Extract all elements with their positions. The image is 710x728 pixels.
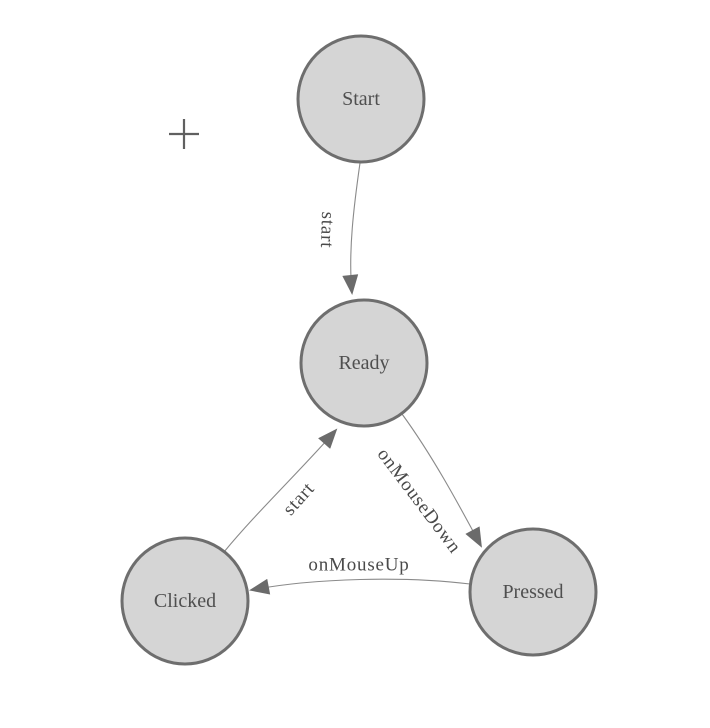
node-clicked[interactable]: Clicked (120, 536, 250, 666)
edge-clicked-to-ready[interactable]: start (223, 428, 338, 553)
node-pressed[interactable]: Pressed (468, 527, 598, 657)
edge-start-to-ready-label: start (316, 211, 338, 248)
node-clicked-label: Clicked (154, 590, 216, 612)
node-clicked-circle[interactable] (120, 536, 250, 666)
node-pressed-label: Pressed (502, 581, 563, 603)
edge-pressed-to-clicked[interactable]: onMouseUp (249, 555, 471, 595)
node-start-label: Start (342, 88, 380, 110)
node-ready[interactable]: Ready (299, 298, 429, 428)
edge-ready-to-pressed[interactable]: onMouseDown (373, 413, 482, 558)
edge-clicked-to-ready-path[interactable] (223, 428, 338, 553)
edge-start-to-ready[interactable]: start (316, 162, 361, 295)
edge-ready-to-pressed-label: onMouseDown (373, 444, 466, 557)
edge-pressed-to-clicked-label: onMouseUp (308, 555, 409, 576)
edge-pressed-to-clicked-path[interactable] (249, 578, 471, 595)
node-start-circle[interactable] (296, 34, 426, 164)
node-pressed-circle[interactable] (468, 527, 598, 657)
node-start[interactable]: Start (296, 34, 426, 164)
node-ready-circle[interactable] (299, 298, 429, 428)
plus-icon (169, 119, 199, 149)
node-ready-label: Ready (338, 352, 389, 374)
edge-ready-to-pressed-path[interactable] (401, 413, 482, 548)
edge-start-to-ready-path[interactable] (342, 162, 361, 295)
